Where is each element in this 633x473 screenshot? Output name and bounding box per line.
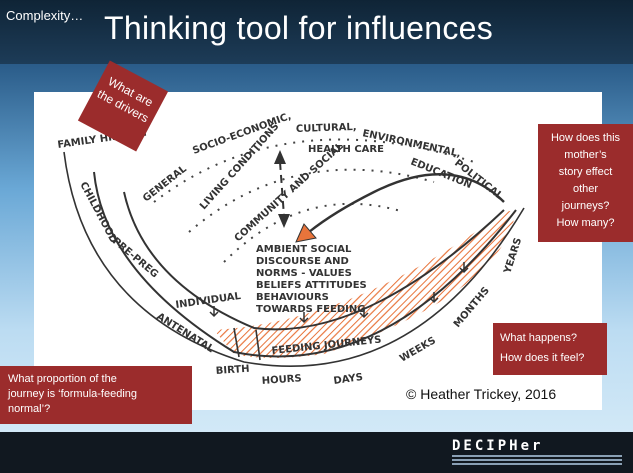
footer-bar [0, 432, 633, 473]
inner-dotted-arc [223, 202, 405, 263]
ring-word-cultural: CULTURAL, [296, 122, 357, 135]
callout-proportion-line: normal’? [8, 403, 51, 415]
small-arrow-3 [359, 307, 369, 319]
callout-journeys-line: How does this [550, 132, 621, 144]
feeding-journey-band [214, 210, 516, 358]
ring-word-socio-economic: SOCIO-ECONOMIC, [191, 111, 292, 157]
influence-diagram: GENERAL SOCIO-ECONOMIC, CULTURAL, ENVIRO… [57, 111, 525, 387]
callout-journeys-line: How many? [556, 217, 615, 229]
middle-dotted-arc [188, 168, 435, 233]
small-arrow-1 [209, 306, 219, 318]
band-divider-2 [255, 329, 261, 361]
core-line-5: BEHAVIOURS [256, 292, 329, 303]
core-line-4: BELIEFS ATTITUDES [256, 280, 367, 291]
dashed-arrowhead-up [274, 150, 286, 164]
callout-drivers-text: What are the drivers [94, 74, 156, 126]
small-arrow-4 [429, 292, 439, 304]
callout-journeys-line: journeys? [561, 200, 610, 212]
callout-other-journeys: How does this mother’s story effect othe… [538, 124, 633, 242]
core-line-3: NORMS - VALUES [256, 268, 352, 279]
dashed-vertical-arrow [279, 161, 285, 217]
decipher-logo: DECIPHer [452, 438, 544, 454]
label-health-care: HEALTH CARE [308, 144, 384, 155]
small-arrow-5 [459, 262, 469, 274]
callout-proportion: What proportion of the journey is ‘formu… [0, 366, 192, 424]
kicker-text: Complexity… [6, 8, 84, 23]
label-pre-preg: PRE-PREG [110, 236, 160, 280]
timeline-days: DAYS [333, 372, 364, 387]
callout-happens-line: How does it feel? [500, 352, 585, 364]
callout-happens-line: What happens? [500, 332, 578, 344]
callout-journeys-line: other [572, 183, 599, 195]
journey-band-bottom [63, 151, 525, 367]
timeline-years: YEARS [502, 237, 524, 276]
mother-story-arrowhead [295, 223, 317, 243]
small-arrow-2 [299, 312, 309, 324]
journey-band-outer [93, 171, 517, 358]
core-line-2: DISCOURSE AND [256, 256, 349, 267]
callout-journeys-line: mother’s [564, 149, 607, 161]
slide-title: Thinking tool for influences [104, 10, 494, 46]
callout-proportion-line: What proportion of the [8, 373, 117, 385]
core-line-1: AMBIENT SOCIAL [256, 244, 352, 255]
callout-what-happens: What happens? How does it feel? [493, 323, 607, 375]
label-individual: INDIVIDUAL [175, 291, 242, 311]
dashed-arrowhead-down [278, 214, 290, 228]
timeline-months: MONTHS [452, 285, 492, 330]
band-divider-1 [233, 327, 240, 358]
timeline-hours: HOURS [261, 373, 302, 387]
timeline-weeks: WEEKS [398, 335, 438, 364]
callout-journeys-line: story effect [558, 166, 613, 178]
mother-story-arrow [308, 173, 505, 233]
journey-band-inner [123, 191, 505, 331]
label-childhood: CHILDHOOD [77, 180, 119, 245]
core-line-6: TOWARDS FEEDING [256, 304, 365, 315]
timeline-birth: BIRTH [215, 364, 249, 377]
ring-word-general: GENERAL [141, 163, 189, 204]
copyright-text: © Heather Trickey, 2016 [406, 386, 557, 402]
title-bar: Complexity… Thinking tool for influences [0, 0, 633, 64]
whiteboard-drawing: GENERAL SOCIO-ECONOMIC, CULTURAL, ENVIRO… [34, 92, 602, 410]
logo-subtitle-lines [452, 455, 622, 467]
callout-proportion-line: journey is ‘formula-feeding [8, 388, 138, 400]
